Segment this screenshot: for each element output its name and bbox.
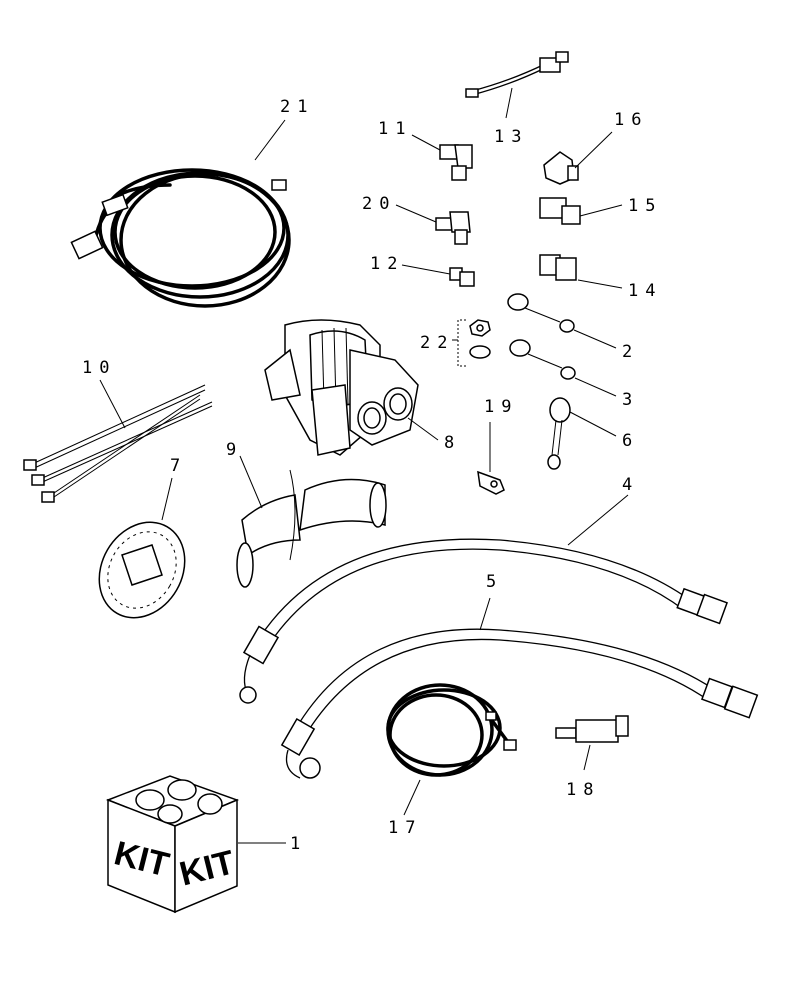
callout-5: 5 bbox=[486, 572, 503, 592]
part-15-quick-coupler bbox=[539, 197, 623, 225]
callout-12: 12 bbox=[370, 254, 404, 274]
callout-15: 15 bbox=[628, 196, 662, 216]
callout-3: 3 bbox=[622, 390, 639, 410]
part-12-adapter bbox=[401, 264, 475, 287]
callout-8: 8 bbox=[444, 433, 461, 453]
callout-16: 16 bbox=[614, 110, 648, 130]
callout-4: 4 bbox=[622, 475, 639, 495]
callout-18: 18 bbox=[566, 780, 600, 800]
callout-11: 11 bbox=[378, 119, 412, 139]
callout-17: 17 bbox=[388, 818, 422, 838]
callout-14: 14 bbox=[628, 281, 662, 301]
part-14-quick-coupler bbox=[539, 254, 623, 289]
callout-13: 13 bbox=[494, 127, 528, 147]
callout-7: 7 bbox=[170, 456, 187, 476]
part-16-coupler bbox=[543, 131, 613, 185]
part-11-elbow-fitting bbox=[411, 134, 473, 181]
part-1-kit-box: KIT KIT bbox=[105, 775, 286, 914]
part-19-clamp bbox=[477, 422, 505, 495]
callout-2: 2 bbox=[622, 342, 639, 362]
part-20-elbow-fitting bbox=[395, 204, 471, 245]
callout-10: 10 bbox=[82, 358, 116, 378]
callout-19: 19 bbox=[484, 397, 518, 417]
part-22-nut-and-oring bbox=[452, 319, 491, 367]
part-3-dust-cap bbox=[509, 339, 617, 397]
part-5-hydraulic-hose bbox=[280, 597, 759, 779]
part-6-dust-cap bbox=[547, 397, 617, 470]
part-9-band bbox=[236, 455, 387, 588]
part-2-dust-cap bbox=[507, 293, 617, 349]
callout-1: 1 bbox=[290, 834, 307, 854]
part-10-cable-ties bbox=[23, 379, 213, 503]
callout-22: 22 bbox=[420, 333, 454, 353]
part-4-hydraulic-hose bbox=[239, 494, 728, 704]
part-13-sensor-lead bbox=[465, 51, 569, 119]
callout-9: 9 bbox=[226, 440, 243, 460]
part-17-wiring-harness bbox=[386, 683, 517, 816]
part-7-sensor-ring bbox=[98, 477, 186, 619]
part-8-hydraulic-motor bbox=[264, 319, 439, 456]
part-21-wiring-harness bbox=[70, 119, 291, 308]
callout-20: 20 bbox=[362, 194, 396, 214]
callout-6: 6 bbox=[622, 431, 639, 451]
callout-21: 21 bbox=[280, 97, 314, 117]
part-18-fitting bbox=[555, 715, 629, 771]
